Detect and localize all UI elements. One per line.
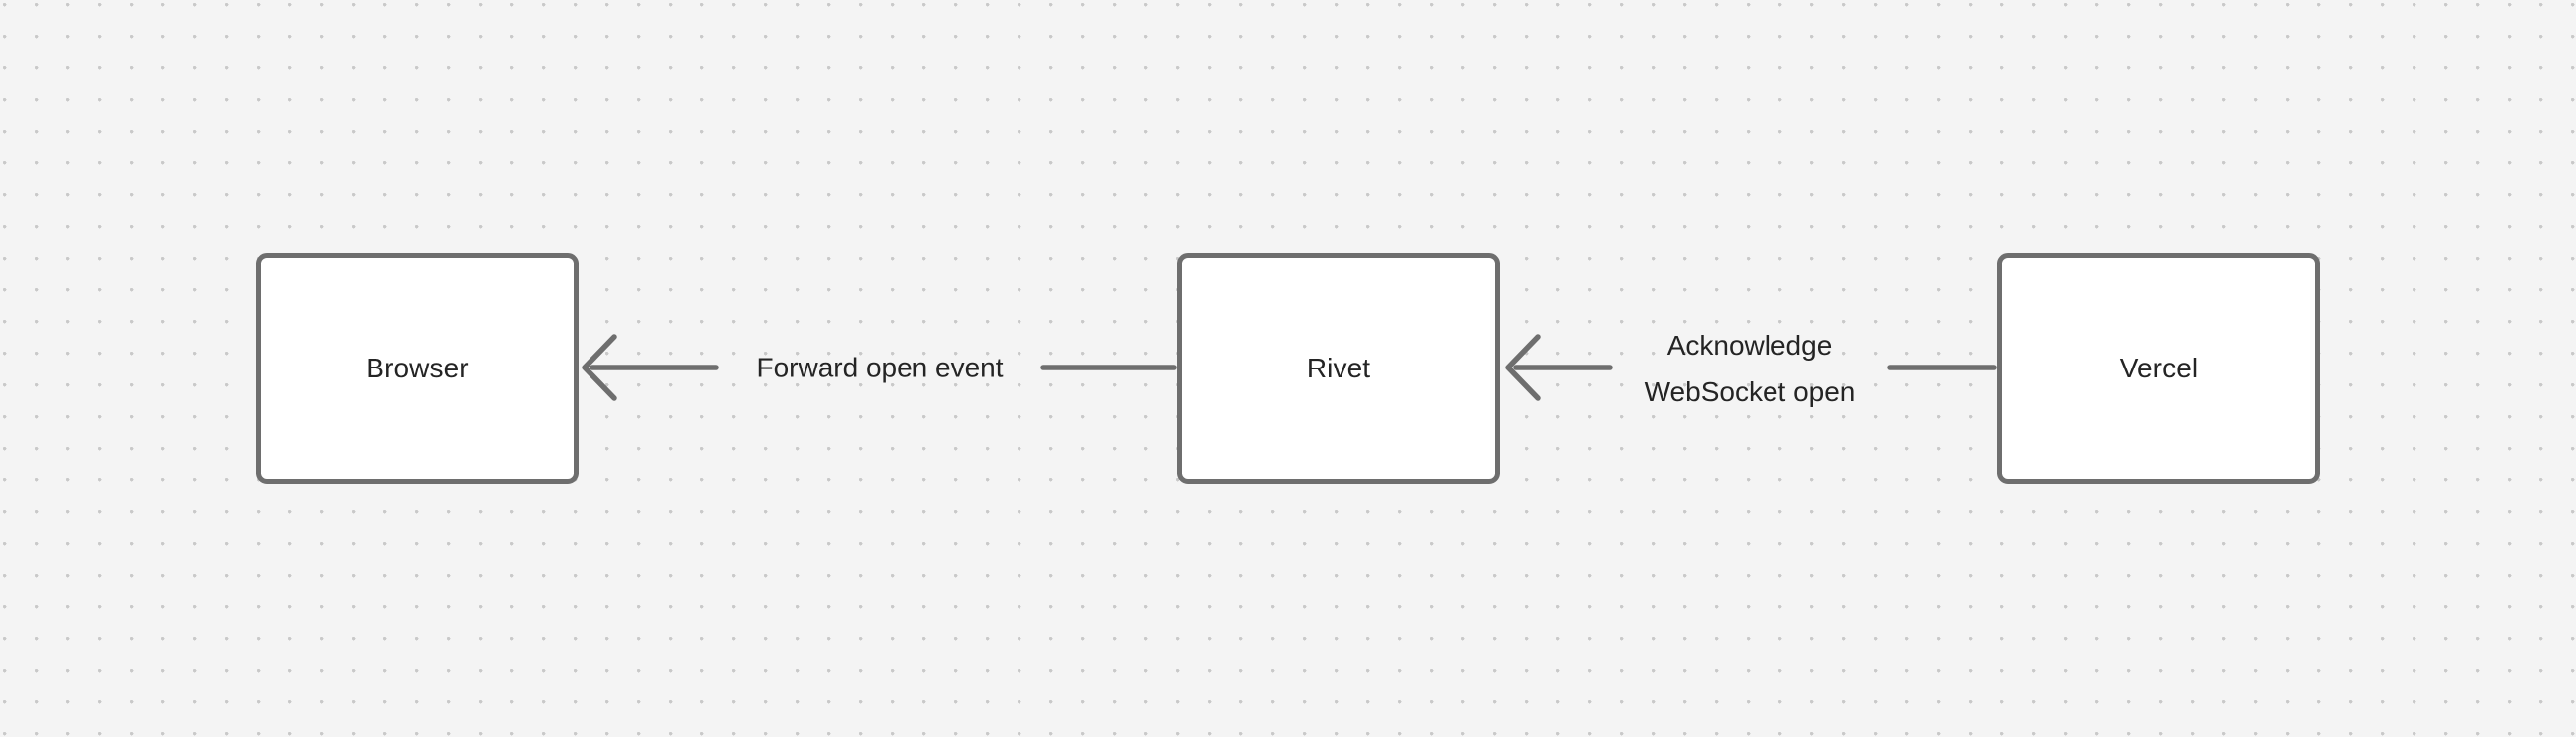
edge-label-forward-open-event: Forward open event — [756, 345, 1003, 391]
node-rivet-label: Rivet — [1306, 353, 1371, 383]
node-browser-label: Browser — [366, 353, 469, 383]
chevron-left-icon — [1505, 334, 1541, 401]
edge-label-line: Forward open event — [756, 352, 1004, 383]
node-browser[interactable]: Browser — [256, 253, 579, 484]
chevron-left-icon — [582, 334, 617, 401]
node-rivet[interactable]: Rivet — [1177, 253, 1500, 484]
node-vercel-label: Vercel — [2119, 353, 2199, 383]
edge-label-line: Acknowledge — [1666, 330, 1833, 361]
node-vercel[interactable]: Vercel — [1997, 253, 2320, 484]
edge-label-acknowledge-websocket-open: Acknowledge WebSocket open — [1645, 322, 1856, 415]
edge-label-line: WebSocket open — [1644, 376, 1856, 407]
